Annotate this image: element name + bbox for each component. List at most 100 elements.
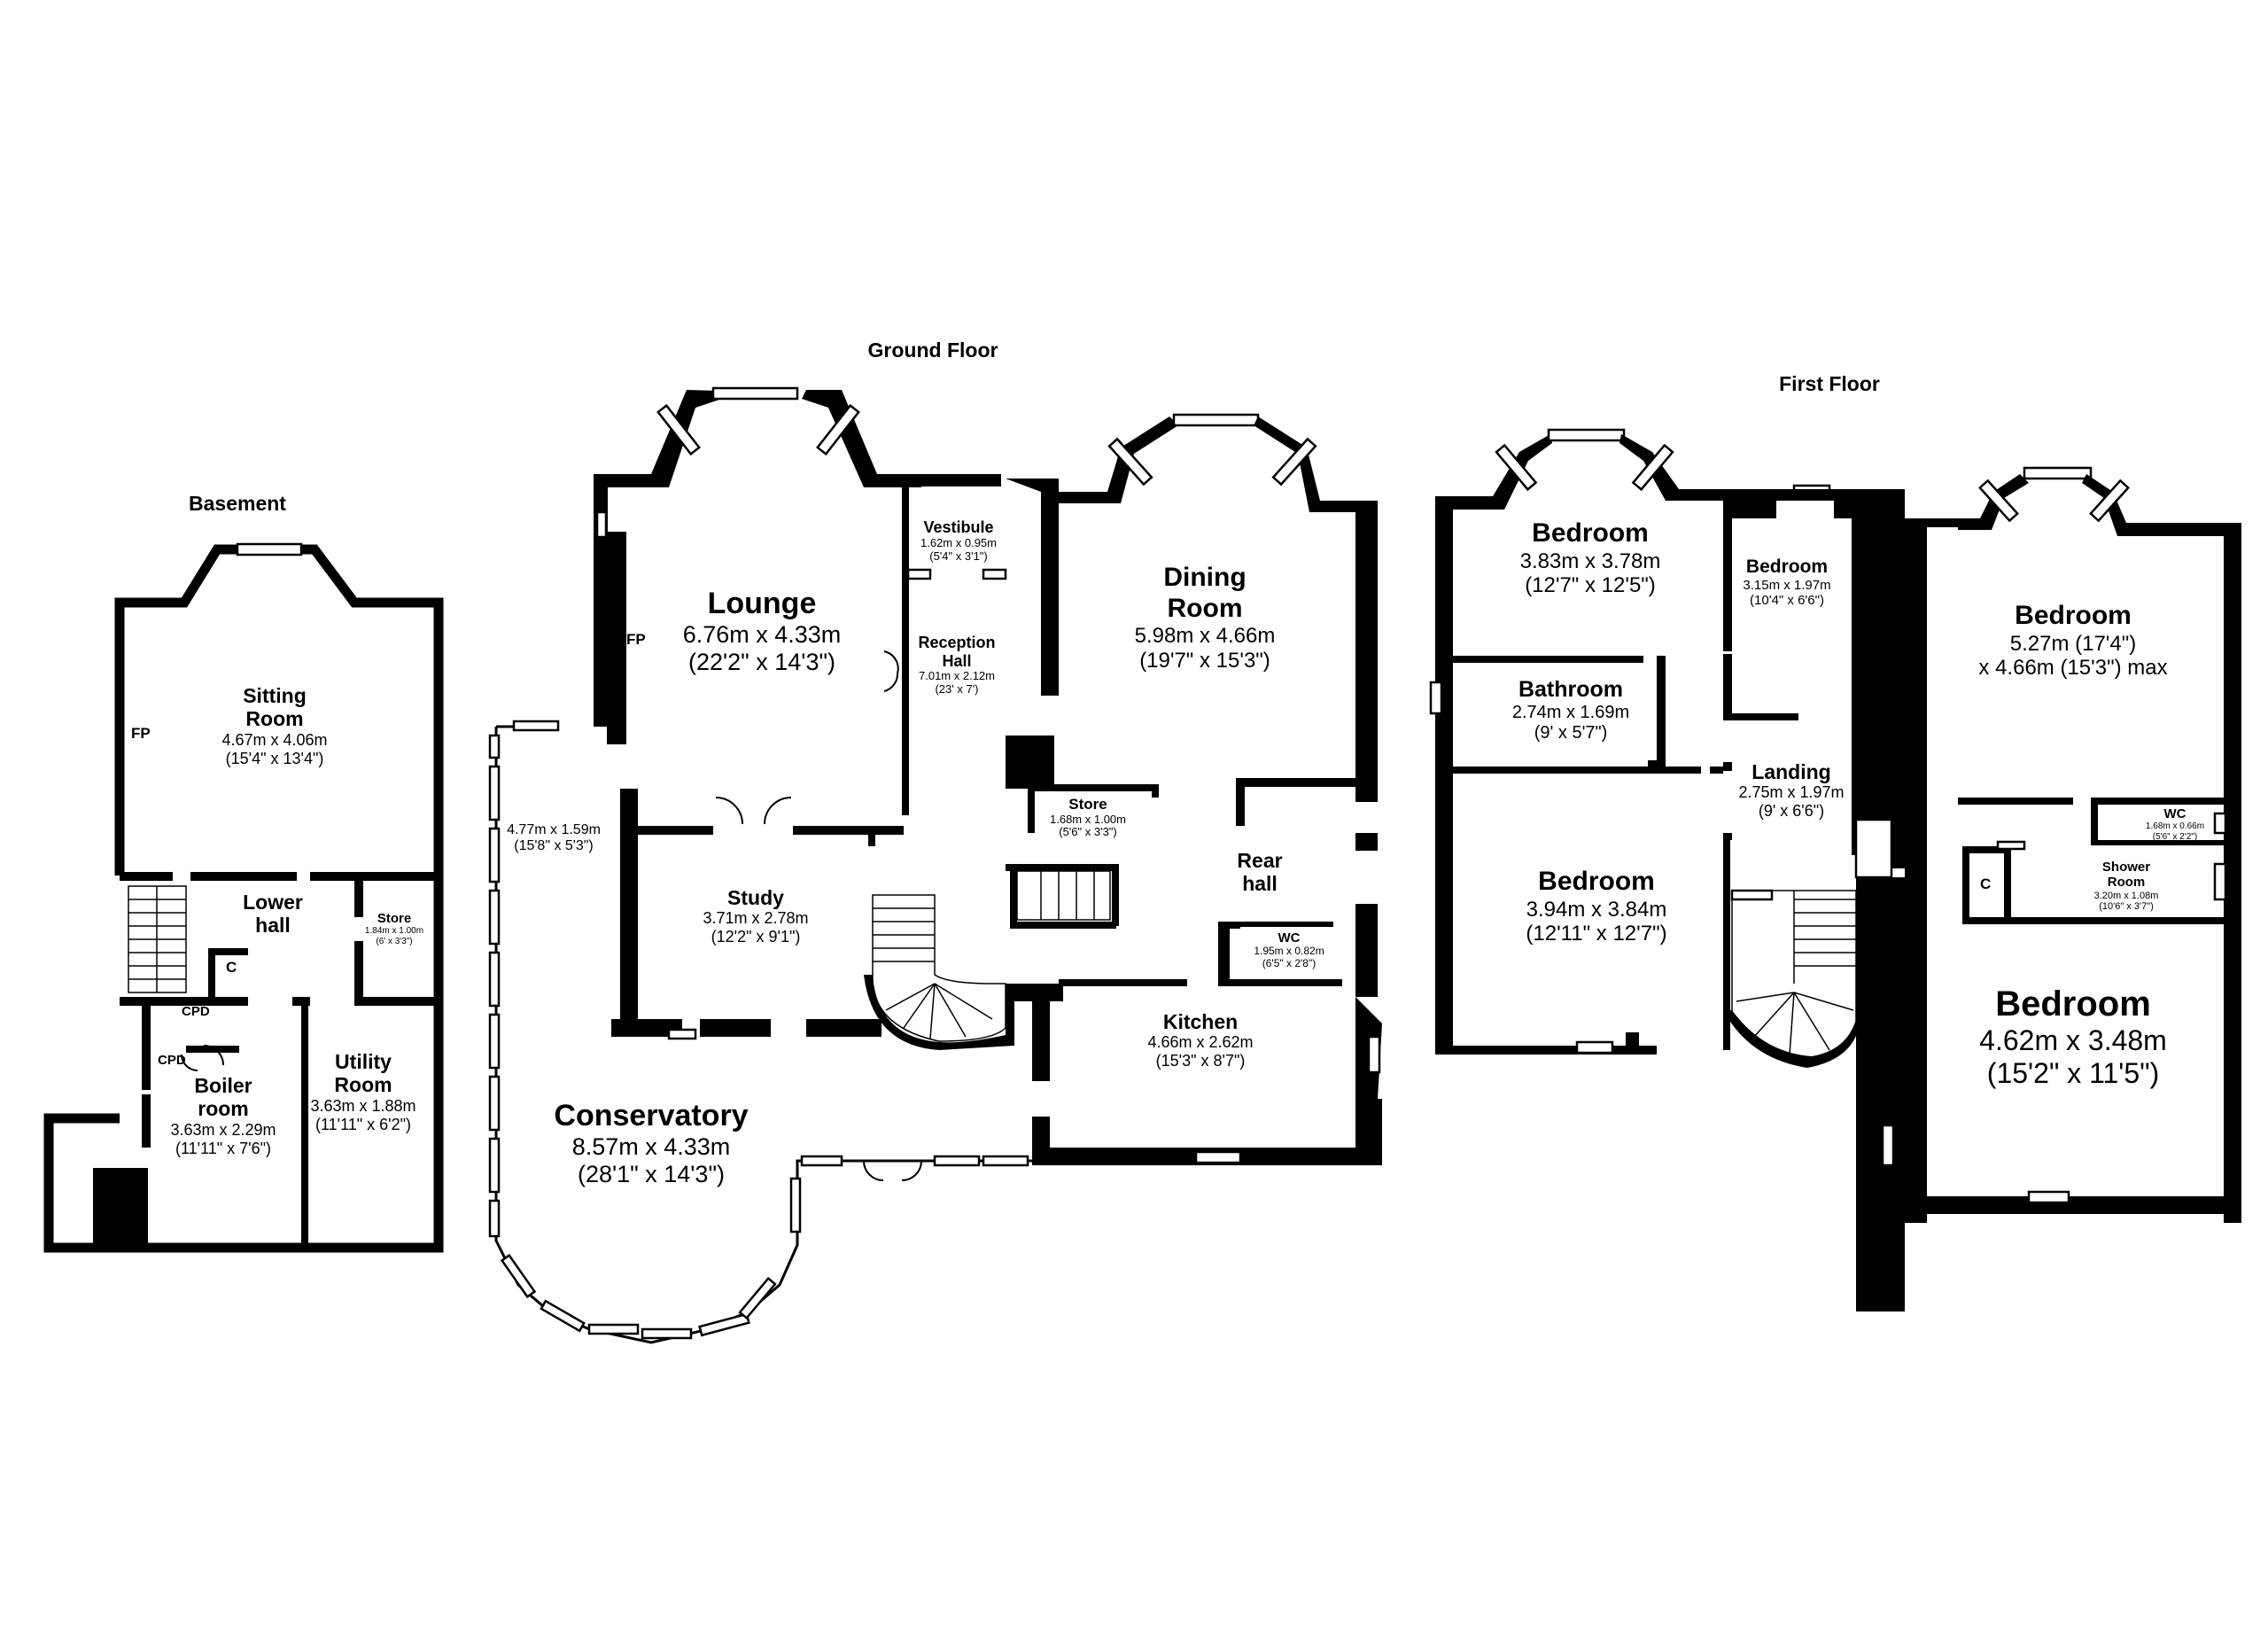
room-dims: 1.68m x 0.66m (2145, 821, 2205, 832)
room-dims: 1.62m x 0.95m (920, 535, 997, 549)
room-dims-imperial: (5'6" x 3'3") (1059, 825, 1117, 839)
room-name: Rear hall (1237, 849, 1283, 896)
first-floor-plan (1429, 428, 2241, 1311)
room-name: Landing (1751, 760, 1831, 783)
room-name: Store (1068, 796, 1107, 813)
room-dims: 7.01m x 2.12m (918, 669, 995, 683)
room-dims: 3.83m x 3.78m (1519, 549, 1661, 573)
room-name: Conservatory (554, 1099, 749, 1132)
room-label-rear-hall: Rear hall (1237, 849, 1282, 896)
room-name: Store (377, 911, 412, 926)
room-dims-imperial: (11'11" x 7'6") (175, 1139, 272, 1157)
room-dims: 5.98m x 4.66m (1134, 624, 1276, 648)
room-dims: 3.15m x 1.97m (1743, 578, 1831, 594)
room-name: Bedroom (1745, 556, 1829, 577)
room-dims-imperial: (12'2" x 9'1") (711, 928, 801, 946)
room-label-vestibule: Vestibule 1.62m x 0.95m (5'4" x 3'1") (920, 518, 997, 564)
room-dims: 4.62m x 3.48m (1979, 1024, 2167, 1056)
room-dims: 2.74m x 1.69m (1511, 702, 1630, 722)
room-name: Lower hall (243, 891, 303, 938)
room-dims: 3.20m x 1.08m (2093, 890, 2159, 901)
room-dims: 1.95m x 0.82m (1254, 945, 1324, 958)
room-label-utility-room: Utility Room 3.63m x 1.88m (11'11" x 6'2… (310, 1050, 416, 1133)
fp-marker: FP (626, 631, 646, 648)
room-name: Study (727, 886, 784, 909)
room-label-bedroom-1: Bedroom 3.83m x 3.78m (12'7" x 12'5") (1520, 518, 1661, 598)
room-name: Dining Room (1163, 563, 1247, 623)
room-dims-imperial: (9' x 5'7") (1534, 722, 1608, 743)
floor-title-basement: Basement (189, 492, 286, 515)
room-label-wc-first: WC 1.68m x 0.66m (5'6" x 2'2") (2146, 806, 2204, 842)
room-dims: 3.71m x 2.78m (703, 909, 809, 928)
room-label-landing: Landing 2.75m x 1.97m (9' x 6'6") (1738, 760, 1844, 821)
room-name: Bathroom (1518, 677, 1624, 702)
fp-marker: FP (131, 725, 151, 742)
room-dims-imperial: x 4.66m (15'3") max (1978, 656, 2168, 681)
room-label-bedroom-2: Bedroom 3.15m x 1.97m (10'4" x 6'6") (1743, 556, 1830, 609)
room-dims-imperial: (23' x 7') (935, 682, 979, 697)
conservatory-frame (488, 720, 1037, 1344)
room-dims-imperial: (19'7" x 15'3") (1139, 648, 1270, 673)
room-dims: 5.27m (17'4") (2009, 631, 2137, 656)
room-dims: 6.76m x 4.33m (682, 621, 842, 649)
room-dims-imperial: (6' x 3'3") (376, 936, 413, 946)
room-dims-imperial: (10'4" x 6'6") (1750, 593, 1824, 609)
room-label-lower-hall: Lower hall (243, 891, 303, 938)
room-dims: 3.63m x 2.29m (170, 1120, 276, 1139)
room-dims-imperial: (11'11" x 6'2") (315, 1115, 412, 1133)
room-label-bedroom-3: Bedroom 5.27m (17'4") x 4.66m (15'3") ma… (1978, 601, 2167, 681)
cpd-marker: CPD (182, 1004, 210, 1019)
room-dims: 3.63m x 1.88m (310, 1096, 416, 1115)
room-label-side-conservatory: 4.77m x 1.59m (15'8" x 5'3") (507, 822, 601, 855)
room-dims-imperial: (12'7" x 12'5") (1525, 573, 1656, 598)
room-label-wc: WC 1.95m x 0.82m (6'5" x 2'8") (1254, 930, 1324, 970)
room-label-store: Store 1.84m x 1.00m (6' x 3'3") (365, 911, 423, 946)
room-name: Boiler room (194, 1074, 252, 1121)
room-dims: 1.68m x 1.00m (1050, 812, 1126, 826)
room-dims: 4.67m x 4.06m (221, 730, 328, 749)
room-dims-imperial: (9' x 6'6") (1758, 802, 1825, 821)
room-dims: 8.57m x 4.33m (571, 1133, 731, 1161)
room-name: Sitting Room (243, 684, 307, 731)
room-dims: 2.75m x 1.97m (1738, 783, 1845, 802)
room-label-study: Study 3.71m x 2.78m (12'2" x 9'1") (703, 886, 808, 946)
room-dims-imperial: (15'2" x 11'5") (1986, 1056, 2160, 1089)
room-dims-imperial: (5'4" x 3'1") (929, 549, 988, 563)
cupboard-marker: C (1980, 876, 1992, 892)
room-name: WC (2163, 806, 2186, 821)
room-name: Bedroom (2015, 601, 2132, 630)
room-label-bathroom: Bathroom 2.74m x 1.69m (9' x 5'7") (1512, 677, 1629, 743)
room-dims-imperial: (6'5" x 2'8") (1262, 957, 1317, 970)
room-dims-imperial: (5'6" x 2'2") (2152, 831, 2198, 842)
room-dims-imperial: (12'11" x 12'7") (1526, 922, 1667, 946)
basement-plan (43, 542, 444, 1253)
room-dims: 1.84m x 1.00m (364, 926, 424, 937)
room-dims-imperial: (22'2" x 14'3") (687, 649, 836, 676)
room-label-boiler-room: Boiler room 3.63m x 2.29m (11'11" x 7'6"… (170, 1074, 276, 1157)
floor-title-first: First Floor (1779, 372, 1880, 395)
room-name: Lounge (707, 587, 817, 620)
room-label-conservatory: Conservatory 8.57m x 4.33m (28'1" x 14'3… (554, 1099, 748, 1188)
room-name: Reception Hall (918, 634, 996, 670)
room-name: Vestibule (923, 518, 994, 536)
room-dims-imperial: (15'4" x 13'4") (225, 749, 324, 767)
room-dims: 3.94m x 3.84m (1526, 897, 1667, 922)
room-dims-imperial: (15'3" x 8'7") (1155, 1052, 1246, 1070)
room-dims: 4.66m x 2.62m (1147, 1033, 1254, 1052)
room-label-bedroom-4: Bedroom 3.94m x 3.84m (12'11" x 12'7") (1526, 867, 1666, 946)
room-name: Utility Room (334, 1050, 392, 1097)
room-label-dining-room: Dining Room 5.98m x 4.66m (19'7" x 15'3"… (1135, 563, 1276, 673)
room-dims: 4.77m x 1.59m (507, 822, 601, 837)
cupboard-marker: C (226, 959, 237, 976)
room-name: Bedroom (1538, 867, 1655, 896)
room-name: Bedroom (1532, 518, 1649, 548)
room-dims-imperial: (28'1" x 14'3") (577, 1161, 726, 1188)
room-dims-imperial: (10'6" x 3'7") (2099, 901, 2154, 913)
room-name: Bedroom (1995, 985, 2151, 1023)
ground-floor-plan (488, 386, 1382, 1344)
room-name: Kitchen (1162, 1010, 1239, 1033)
room-name: WC (1278, 930, 1301, 946)
cpd-marker: CPD (158, 1053, 186, 1068)
room-label-sitting-room: Sitting Room 4.67m x 4.06m (15'4" x 13'4… (221, 684, 327, 767)
